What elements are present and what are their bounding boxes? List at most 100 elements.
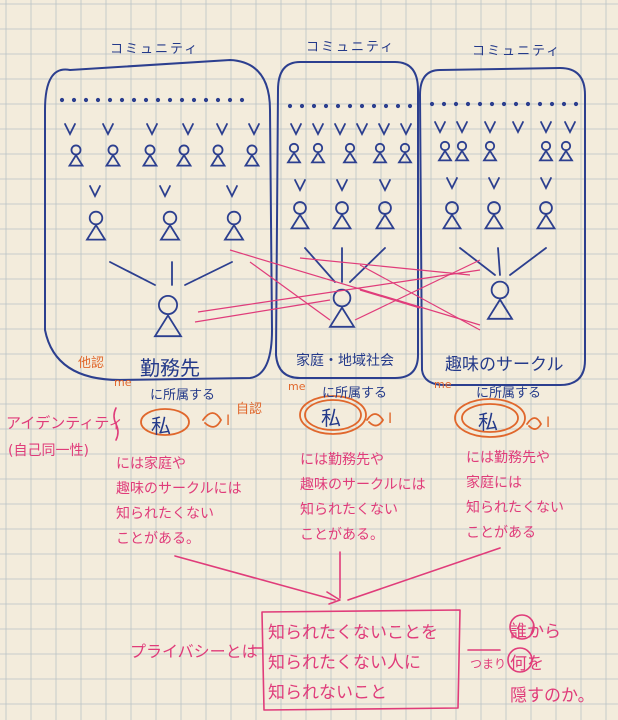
dots-hobby	[561, 101, 567, 107]
note-work-line-2: 趣味のサークルには	[116, 481, 242, 497]
dots-hobby	[453, 101, 459, 107]
note-work: には家庭や 趣味のサークルには 知られたくない ことがある。	[116, 452, 242, 552]
tiny-person-work-body	[209, 153, 227, 167]
dots-hobby	[573, 101, 579, 107]
dots-work	[155, 97, 161, 103]
cross-arrow	[299, 257, 471, 276]
identity-bracket	[113, 407, 119, 441]
tiny-person-hobby-head	[484, 140, 496, 152]
dots-work	[191, 97, 197, 103]
privacy-definition-line-3: 知られないこと	[268, 683, 387, 703]
community-box-family	[275, 61, 419, 379]
v-mid-hobby	[540, 177, 552, 191]
tiny-person-hobby-body	[454, 149, 470, 162]
tiny-person-hobby-head	[560, 140, 572, 152]
tiny-person-work-head	[178, 144, 190, 156]
tiny-person-work-head	[246, 144, 258, 156]
note-hobby-line-1: には勤務先や	[466, 450, 550, 466]
people-figures	[59, 97, 579, 338]
mid-person-work-body	[85, 223, 107, 241]
community-label-3: コミュニティ	[472, 44, 562, 59]
mid-person-family-body	[374, 213, 396, 230]
tiny-person-work-head	[107, 144, 119, 156]
dots-hobby	[429, 101, 435, 107]
tiny-person-hobby-body	[482, 149, 498, 162]
v-top-hobby	[564, 121, 576, 135]
cross-arrow	[354, 259, 481, 321]
tiny-person-work-body	[175, 153, 193, 167]
belong-label-hobby: に所属する	[476, 386, 542, 401]
tiny-person-work-head	[212, 144, 224, 156]
main-person-hobby-body	[486, 297, 514, 320]
main-person-family-body	[328, 305, 356, 328]
privacy-conclusion: 誰から 何を 隠すのか。	[510, 616, 595, 712]
privacy-definition: 知られたくないことを 知られたくない人に 知られないこと	[268, 618, 438, 708]
v-mid-hobby	[488, 177, 500, 191]
dots-work	[167, 97, 173, 103]
v-top-family	[378, 123, 390, 137]
belong-label-work: に所属する	[150, 388, 216, 403]
pink-cross-arrows	[194, 249, 481, 331]
me-en-family: me	[288, 380, 306, 393]
dots-hobby	[537, 101, 543, 107]
dots-work	[131, 97, 137, 103]
mid-person-hobby-body	[483, 213, 505, 230]
v-top-work	[102, 123, 114, 137]
v-mid-work	[89, 185, 101, 199]
link-work	[109, 261, 156, 286]
dots-family	[407, 103, 413, 109]
mid-person-work-body	[159, 223, 181, 241]
v-mid-work	[159, 185, 171, 199]
mid-person-family-head	[378, 201, 392, 215]
dots-work	[203, 97, 209, 103]
tiny-person-family-head	[374, 142, 386, 154]
cross-arrow	[197, 269, 481, 313]
dots-work	[107, 97, 113, 103]
dots-family	[359, 103, 365, 109]
tiny-person-hobby-body	[538, 149, 554, 162]
tiny-person-hobby-body	[558, 149, 574, 162]
privacy-definition-line-1: 知られたくないことを	[268, 623, 438, 643]
identity-label: アイデンティティ	[6, 414, 124, 432]
group-name-hobby: 趣味のサークル	[445, 355, 564, 375]
i-label-hobby: I	[546, 415, 551, 431]
tiny-person-work-body	[243, 153, 261, 167]
v-mid-family	[294, 179, 306, 193]
other-recognition-label: 他認	[78, 356, 105, 371]
mid-person-work-head	[162, 210, 178, 226]
group-name-family: 家庭・地域社会	[296, 353, 394, 369]
dots-family	[323, 103, 329, 109]
privacy-label: プライバシーとは	[130, 642, 258, 661]
tiny-person-family-head	[312, 142, 324, 154]
tiny-person-family-body	[310, 151, 326, 164]
v-top-hobby	[512, 121, 524, 135]
self-loop-family	[366, 413, 385, 427]
me-circle-hobby	[461, 403, 519, 433]
funnel-arrowhead	[326, 591, 341, 605]
note-hobby-line-4: ことがある	[466, 525, 536, 541]
dots-family	[311, 103, 317, 109]
note-hobby-line-3: 知られたくない	[466, 500, 564, 516]
nani-circle	[507, 647, 533, 673]
community-label-2: コミュニティ	[306, 40, 396, 55]
me-kanji-family: 私	[321, 406, 341, 430]
tiny-person-hobby-body	[437, 149, 453, 162]
tiny-person-work-body	[67, 153, 85, 167]
self-loop-work	[202, 412, 223, 428]
cross-arrow	[359, 264, 481, 331]
tiny-person-family-head	[399, 142, 411, 154]
self-recognition-label: 自認	[236, 402, 263, 417]
v-mid-family	[336, 179, 348, 193]
belong-label-family: に所属する	[322, 386, 388, 401]
note-hobby-line-2: 家庭には	[466, 475, 522, 491]
note-family-line-2: 趣味のサークルには	[300, 477, 426, 493]
cross-arrow	[359, 289, 421, 309]
me-kanji-work: 私	[151, 414, 171, 438]
me-circle-family-outer	[299, 395, 367, 435]
dots-work	[143, 97, 149, 103]
conclusion-line-2: 何を	[510, 654, 544, 674]
mid-person-family-body	[331, 213, 353, 230]
dots-work	[59, 97, 65, 103]
dots-family	[299, 103, 305, 109]
